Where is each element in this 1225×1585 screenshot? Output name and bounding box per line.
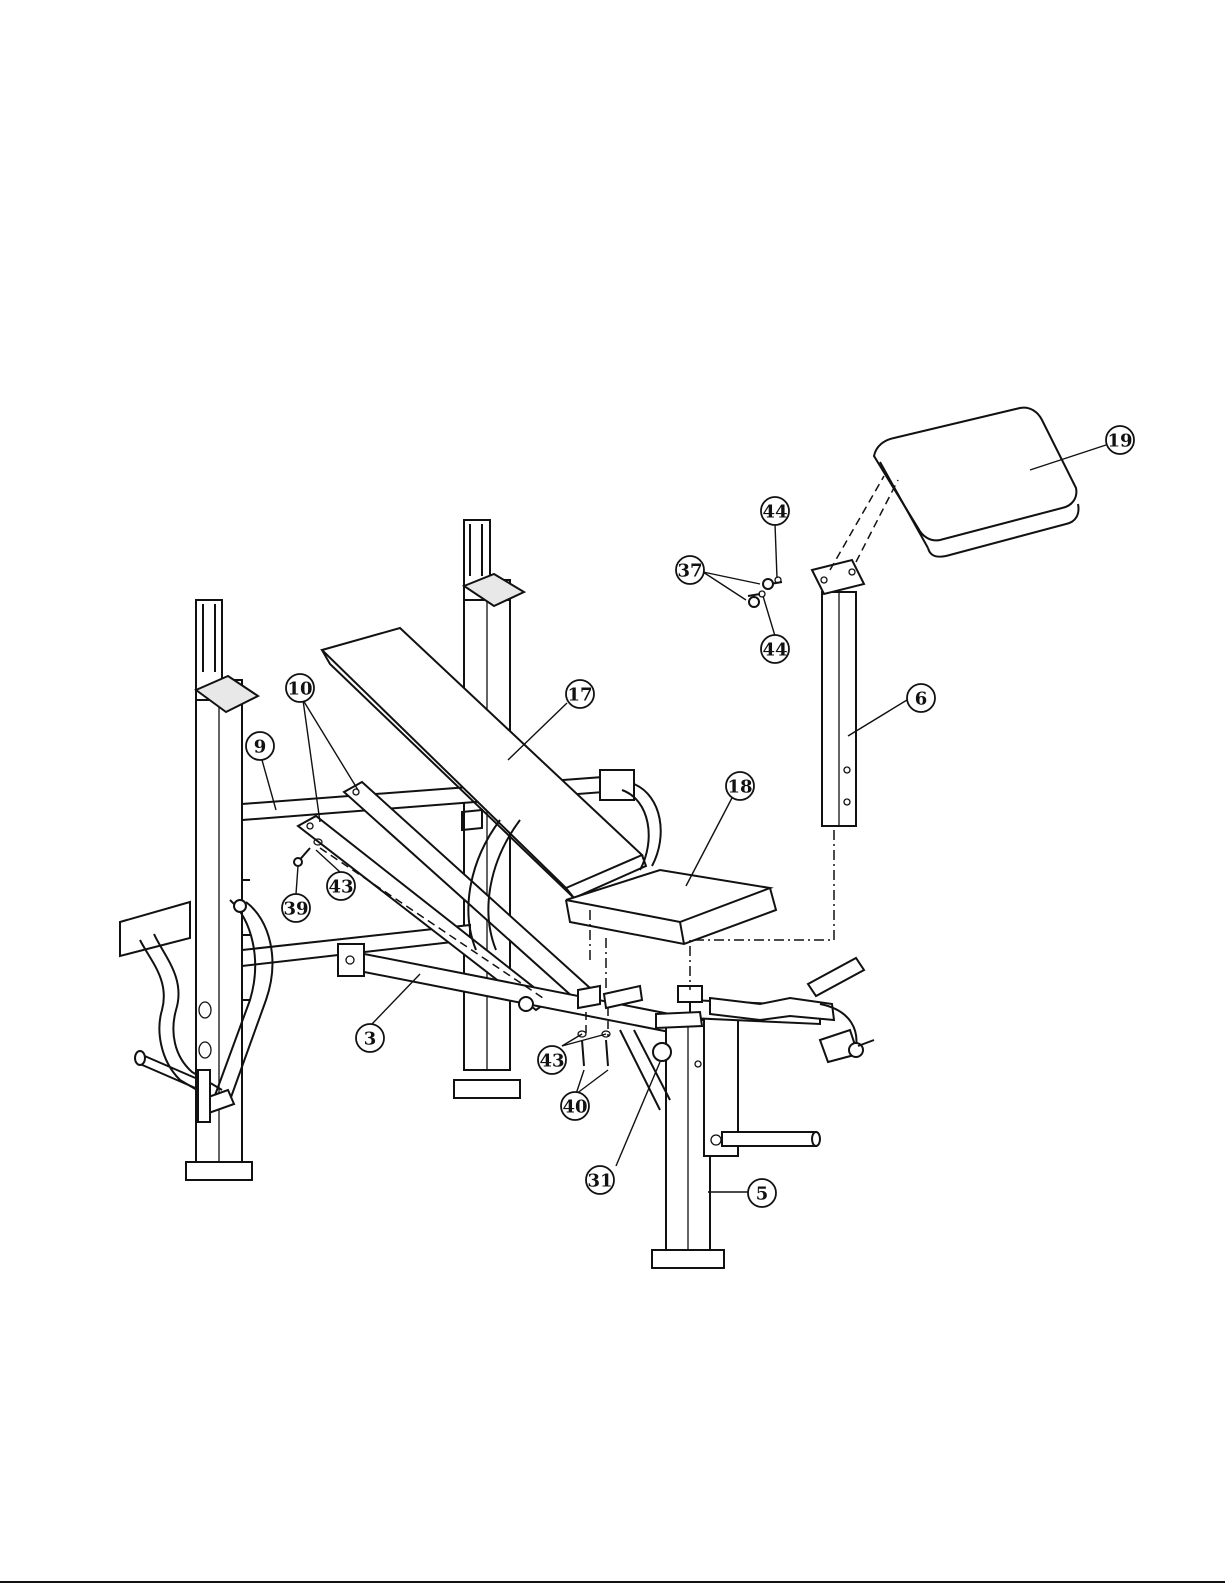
callout-label: 17 [567, 685, 592, 706]
bottom-rule [0, 1581, 1225, 1583]
callout-5: 5 [748, 1179, 776, 1207]
callout-label: 10 [287, 679, 312, 700]
arm-curl-post [812, 560, 864, 826]
callout-label: 37 [677, 561, 702, 582]
callout-label: 44 [762, 502, 787, 523]
callout-43-left: 43 [327, 872, 355, 900]
callout-label: 18 [727, 777, 752, 798]
callout-label: 43 [328, 877, 353, 898]
callout-label: 9 [254, 737, 267, 758]
seat-pad [566, 870, 776, 944]
callout-9: 9 [246, 732, 274, 760]
callout-39: 39 [282, 894, 310, 922]
callout-label: 39 [283, 899, 308, 920]
callout-44-top: 44 [761, 497, 789, 525]
arm-curl-pad [874, 408, 1079, 557]
callout-18: 18 [726, 772, 754, 800]
callout-40: 40 [561, 1092, 589, 1120]
callout-44-bottom: 44 [761, 635, 789, 663]
callout-3: 3 [356, 1024, 384, 1052]
callout-label: 43 [539, 1051, 564, 1072]
callout-label: 5 [756, 1184, 769, 1205]
callout-43-right: 43 [538, 1046, 566, 1074]
main-beam [338, 944, 690, 1036]
assembly-guide-lines [320, 476, 898, 1036]
callout-37: 37 [676, 556, 704, 584]
callout-label: 3 [364, 1029, 377, 1050]
callout-31: 31 [586, 1166, 614, 1194]
callout-label: 31 [587, 1171, 612, 1192]
callout-label: 40 [562, 1097, 587, 1118]
callout-6: 6 [907, 684, 935, 712]
callout-10: 10 [286, 674, 314, 702]
callout-label: 19 [1107, 431, 1132, 452]
front-upright [620, 1016, 820, 1268]
callout-label: 44 [762, 640, 787, 661]
callout-label: 6 [915, 689, 928, 710]
callout-17: 17 [566, 680, 594, 708]
callout-19: 19 [1106, 426, 1134, 454]
